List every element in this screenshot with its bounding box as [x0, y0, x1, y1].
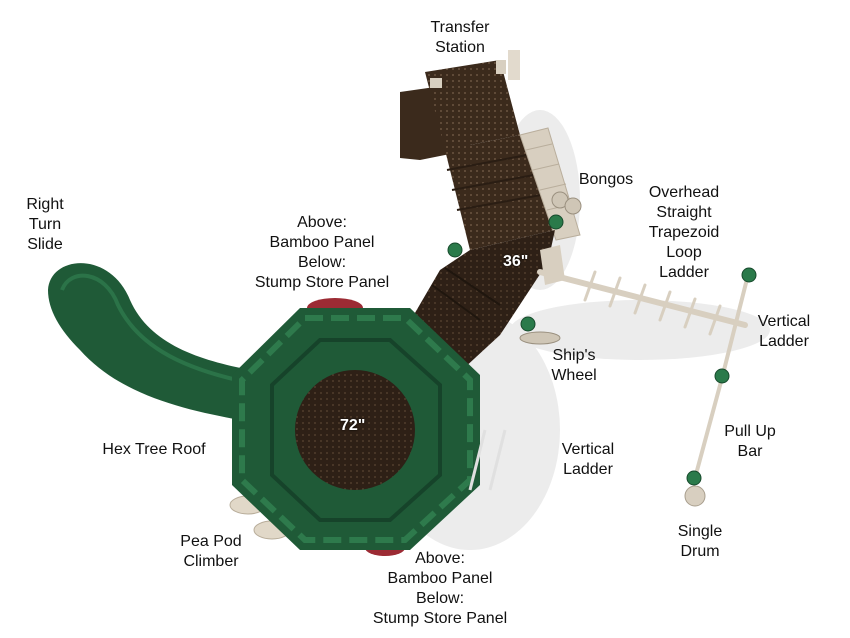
- transfer-station: [400, 60, 555, 250]
- side-panel: [508, 50, 581, 241]
- label-bongos: Bongos: [578, 171, 634, 188]
- hex-tree-roof: [232, 308, 480, 550]
- vertical-ladder-mid: [468, 429, 507, 491]
- ships-wheel: [519, 331, 561, 345]
- post-caps: [447, 214, 757, 486]
- bongos-drums: [551, 191, 582, 215]
- right-turn-slide: [48, 263, 250, 420]
- deck-height-36: 36": [503, 253, 529, 270]
- pull-up-bar: [684, 377, 724, 507]
- overhead-ladder: [537, 269, 750, 380]
- label-hex-tree-roof: Hex Tree Roof: [102, 441, 206, 458]
- deck-height-72: 72": [340, 417, 366, 434]
